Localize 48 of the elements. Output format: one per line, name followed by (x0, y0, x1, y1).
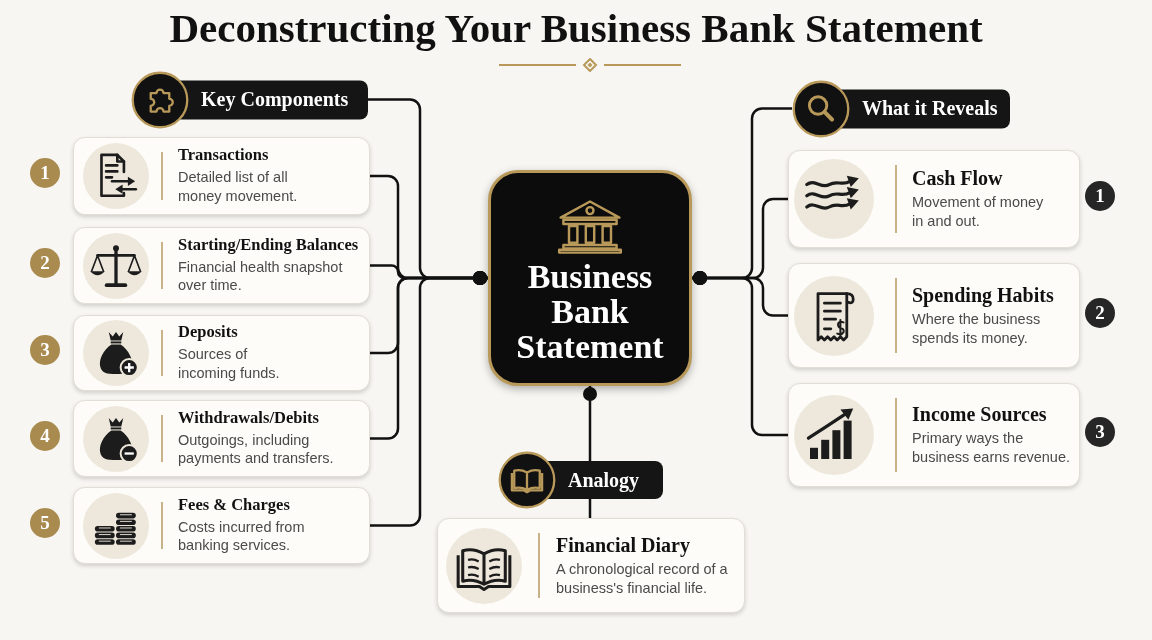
info-card (788, 383, 1080, 487)
info-card (73, 315, 370, 391)
card-title: Withdrawals/Debits (178, 408, 319, 428)
card-description: Primary ways the business earns revenue. (912, 429, 1071, 467)
card-title: Deposits (178, 323, 238, 343)
card-title: Fees & Charges (178, 495, 290, 515)
connector-line (370, 271, 488, 527)
card-description: Where the business spends its money. (912, 309, 1042, 348)
card-title: Transactions (178, 146, 269, 166)
card-title: Cash Flow (912, 167, 1003, 191)
card-description: Outgoings, including payments and transfers. (178, 430, 335, 469)
topic-card (488, 170, 692, 386)
connector-line (583, 386, 597, 461)
card-title: Income Sources (912, 403, 1047, 427)
info-card (788, 150, 1080, 248)
section-title: Analogy (568, 468, 640, 494)
section-header (131, 70, 368, 129)
section-header (498, 451, 663, 509)
step-number: 4 (30, 420, 60, 451)
section-title: Key Components (201, 87, 349, 113)
card-description: Costs incurred from banking services. (178, 517, 306, 556)
info-card (73, 227, 370, 304)
info-card (437, 518, 745, 613)
card-title: Spending Habits (912, 283, 1054, 307)
card-description: A chronological record of a business's financial life. (556, 559, 729, 598)
card-description: Detailed list of all money movement. (178, 168, 299, 206)
step-number: 1 (1085, 181, 1115, 211)
step-number: 5 (30, 507, 60, 538)
topic-title: Business Bank Statement (516, 259, 664, 364)
card-description: Sources of incoming funds. (178, 345, 281, 383)
step-number: 2 (1085, 297, 1115, 328)
card-title: Financial Diary (556, 533, 690, 557)
step-number: 2 (30, 247, 60, 278)
connector-line (588, 499, 592, 518)
connector-line (692, 271, 788, 437)
info-card (73, 487, 370, 564)
diagram-title: Deconstructing Your Business Bank Statement (169, 4, 983, 52)
step-number: 1 (30, 158, 60, 188)
section-header (792, 79, 1010, 138)
step-number: 3 (1085, 417, 1115, 447)
info-card (788, 263, 1080, 368)
step-number: 3 (30, 335, 60, 365)
card-title: Starting/Ending Balances (178, 235, 359, 255)
info-card (73, 137, 370, 215)
card-description: Movement of money in and out. (912, 193, 1045, 231)
section-title: What it Reveals (862, 96, 998, 121)
info-card (73, 400, 370, 477)
card-description: Financial health snapshot over time. (178, 257, 344, 296)
